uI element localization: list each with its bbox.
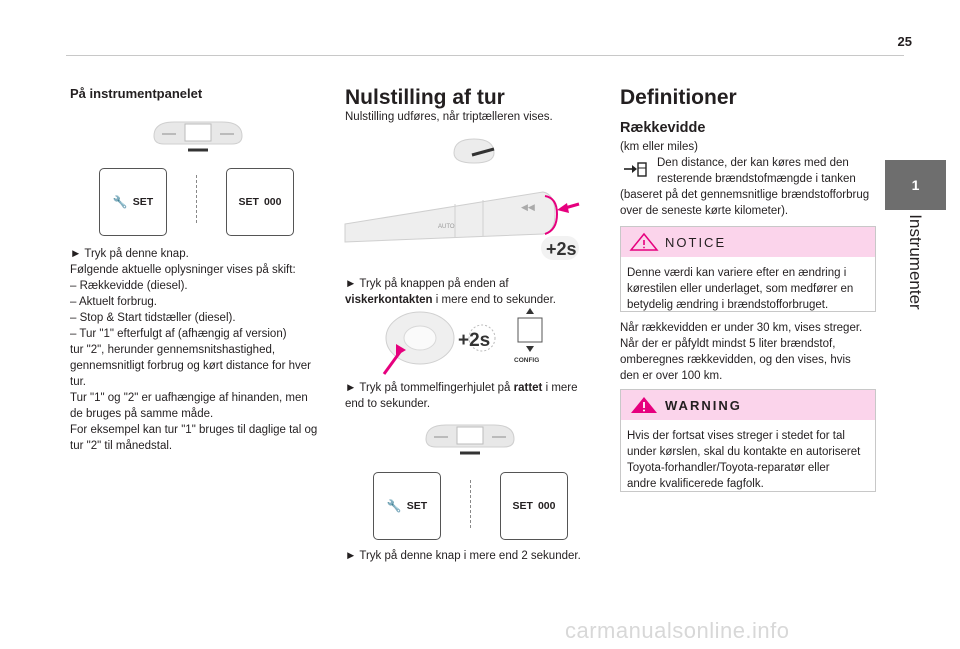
notice-box: NOTICE Denne værdi kan variere efter en … <box>620 226 876 312</box>
wheel-step-bold: rattet <box>513 382 543 394</box>
set-000-label: SET <box>238 196 259 208</box>
reset-trip-heading: Nulstilling af tur <box>345 86 505 109</box>
wrench-icon-2: 🔧 <box>386 499 402 513</box>
warning-header: WARNING <box>621 390 875 420</box>
instrument-cluster-icon-2 <box>425 424 515 455</box>
range-heading: Rækkevidde <box>620 120 706 136</box>
warning-title: WARNING <box>665 397 742 413</box>
notice-warning-icon <box>629 232 659 251</box>
svg-text:AUTO: AUTO <box>438 224 455 230</box>
plus2s-label: +2s <box>546 239 577 259</box>
notice-title: NOTICE <box>665 234 727 250</box>
chapter-label: Instrumenter <box>906 214 925 310</box>
set-000-button-2[interactable]: SET 000 <box>500 472 568 540</box>
stalk-step-bold: viskerkontakten <box>345 294 433 306</box>
plus2s-wheel-label: +2s <box>458 330 490 351</box>
definitions-heading: Definitioner <box>620 86 737 109</box>
warning-body: Hvis der fortsat vises streger i stedet … <box>627 430 861 490</box>
wheel-step-pre: ► Tryk på tommelfingerhjulet på <box>345 382 514 394</box>
stalk-step-pre: ► Tryk på knappen på enden af <box>345 278 509 290</box>
range-fuel-icon <box>624 162 647 177</box>
instrument-panel-heading: På instrumentpanelet <box>70 86 203 101</box>
wrench-icon: 🔧 <box>112 195 128 209</box>
separator-2 <box>470 480 471 528</box>
range-definition-indented: Den distance, der kan køres med den rest… <box>657 157 856 185</box>
wiper-stalk-illustration: AUTO ◀◀ +2s <box>344 191 580 260</box>
set-000-value: 000 <box>263 196 282 208</box>
config-label: CONFIG <box>514 357 539 364</box>
top-divider <box>66 55 904 56</box>
final-step: ► Tryk på denne knap i mere end 2 sekund… <box>345 550 581 562</box>
range-definition-rest: (baseret på det gennemsnitlige brændstof… <box>620 189 870 217</box>
thumbwheel-illustration: +2s CONFIG <box>382 308 543 375</box>
notice-body: Denne værdi kan variere efter en ændring… <box>627 267 854 311</box>
wheel-step: ► Tryk på tommelfingerhjulet på rattet i… <box>345 380 595 412</box>
page-number: 25 <box>897 34 912 49</box>
set-button[interactable]: 🔧 SET <box>99 168 167 236</box>
warning-box: WARNING Hvis der fortsat vises streger i… <box>620 389 876 492</box>
chapter-tab[interactable]: 1 <box>885 160 946 210</box>
warning-triangle-icon <box>631 397 657 413</box>
notice-header: NOTICE <box>621 227 875 257</box>
instrument-cluster-icon <box>153 121 243 152</box>
set-000-label-2: SET <box>512 500 533 512</box>
range-paragraph: Når rækkevidden er under 30 km, vises st… <box>620 322 863 382</box>
steering-wheel-icon <box>453 138 495 164</box>
set-button-label: SET <box>132 196 154 208</box>
separator <box>196 175 197 223</box>
stalk-step: ► Tryk på knappen på enden af viskerkonta… <box>345 276 595 308</box>
set-button-label-2: SET <box>406 500 428 512</box>
set-button-2[interactable]: 🔧 SET <box>373 472 441 540</box>
wheel-step-post: i mere end to sekunder. <box>345 382 578 410</box>
set-000-button[interactable]: SET 000 <box>226 168 294 236</box>
set-000-value-2: 000 <box>537 500 556 512</box>
range-units: (km eller miles) <box>620 141 698 153</box>
instrument-panel-body: ► Tryk på denne knap. Følgende aktuelle … <box>70 248 318 452</box>
reset-trip-intro: Nulstilling udføres, når triptælleren vi… <box>345 111 553 123</box>
svg-text:◀◀: ◀◀ <box>521 202 535 212</box>
stalk-step-post: i mere end to sekunder. <box>432 294 556 306</box>
watermark: carmanualsonline.info <box>565 618 790 643</box>
